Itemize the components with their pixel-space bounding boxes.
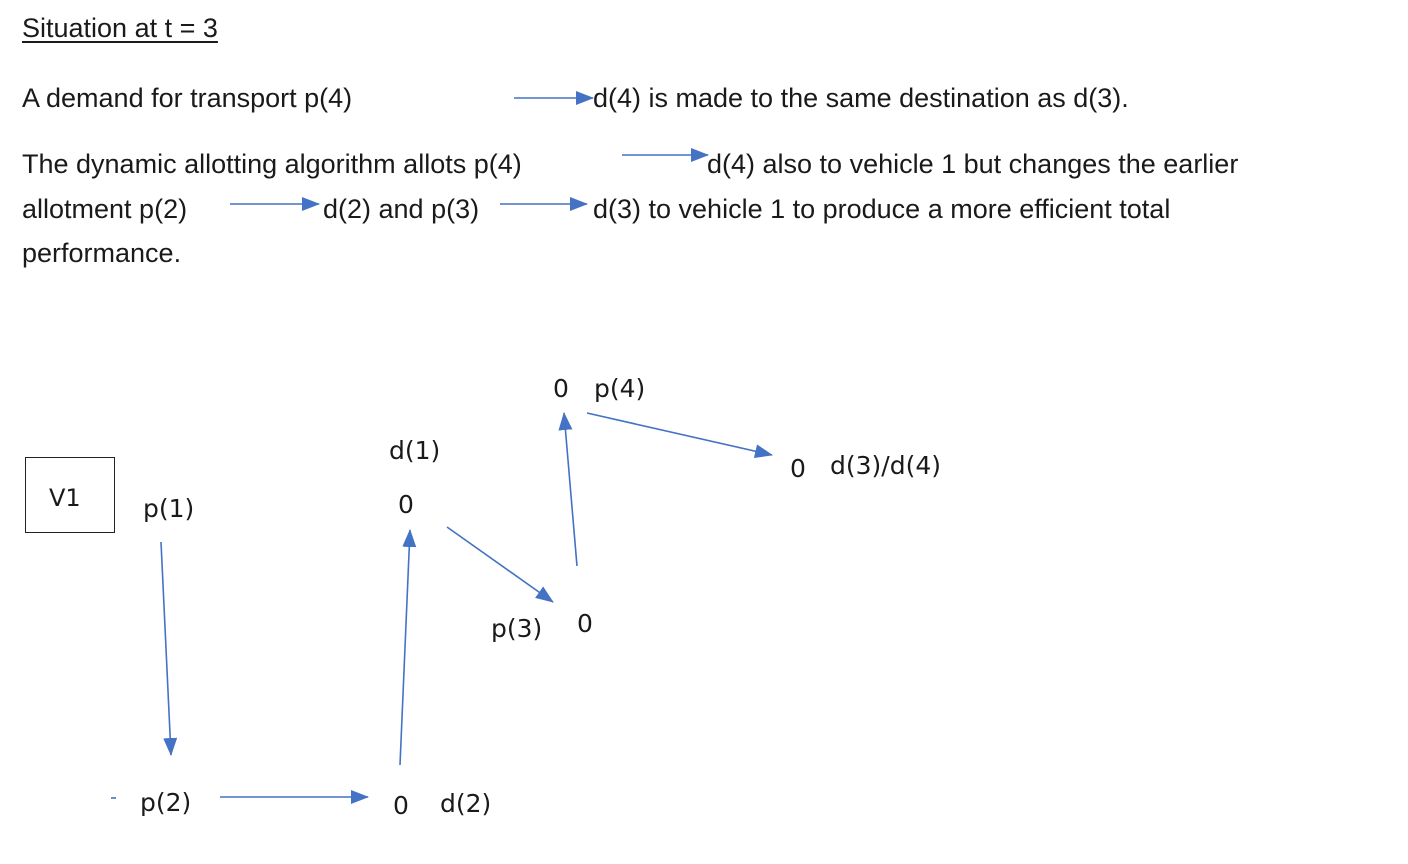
- node-p4-label: p(4): [594, 374, 646, 403]
- node-p1-label: p(1): [143, 494, 195, 523]
- node-p2-label: p(2): [140, 788, 192, 817]
- node-d1-label: d(1): [389, 436, 441, 465]
- text-line3-start: allotment p(2): [22, 194, 188, 224]
- node-d34-marker: 0: [790, 454, 806, 483]
- node-p3-label: p(3): [491, 614, 543, 643]
- route-arrow-p1-to-p2: [160, 541, 178, 756]
- node-p4-marker: 0: [553, 374, 569, 403]
- text-line1-end: d(4) is made to the same destination as …: [593, 83, 1129, 113]
- node-d2-marker: 0: [393, 791, 409, 820]
- node-p3-marker: 0: [577, 609, 593, 638]
- vehicle-box: V1: [25, 457, 115, 533]
- route-arrow-p3-to-p4: [558, 412, 578, 567]
- vehicle-label: V1: [49, 484, 81, 512]
- text-line3-end: d(3) to vehicle 1 to produce a more effi…: [593, 194, 1171, 224]
- node-d1-marker: 0: [398, 490, 414, 519]
- text-line4: performance.: [22, 238, 182, 268]
- route-arrow-d1-to-p3: [446, 526, 554, 603]
- text-line2-end: d(4) also to vehicle 1 but changes the e…: [707, 149, 1239, 179]
- text-line2-start: The dynamic allotting algorithm allots p…: [22, 149, 522, 179]
- text-line1-start: A demand for transport p(4): [22, 83, 353, 113]
- node-d34-label: d(3)/d(4): [830, 451, 941, 480]
- text-line3-middle: d(2) and p(3): [323, 194, 480, 224]
- route-arrow-p4-to-d34: [586, 412, 773, 459]
- diagram-heading: Situation at t = 3: [22, 13, 218, 43]
- route-arrow-d2-to-d1: [399, 529, 417, 766]
- node-d2-label: d(2): [440, 789, 492, 818]
